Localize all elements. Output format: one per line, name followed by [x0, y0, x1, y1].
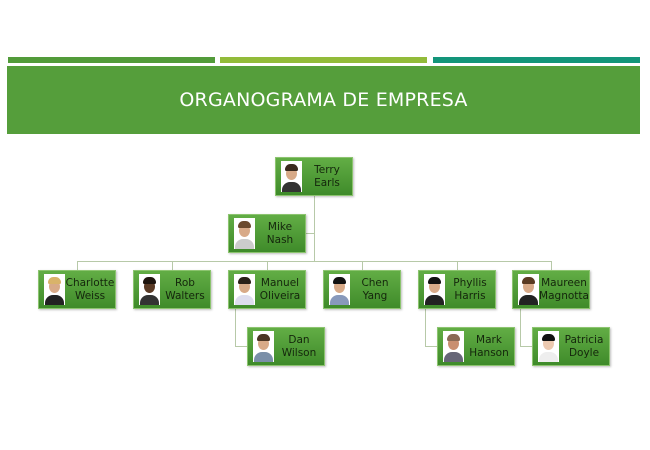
connector [172, 261, 173, 270]
last-name: Earls [314, 176, 340, 189]
avatar [424, 274, 445, 305]
first-name: Rob [175, 276, 195, 289]
connector [520, 346, 532, 347]
last-name: Hanson [469, 346, 509, 359]
connector [551, 261, 552, 270]
avatar [234, 218, 255, 249]
connector [457, 261, 458, 270]
first-name: Phyllis [453, 276, 487, 289]
first-name: Dan [288, 333, 310, 346]
avatar [234, 274, 255, 305]
connector [305, 233, 314, 234]
avatar [139, 274, 160, 305]
avatar [538, 331, 559, 362]
first-name: Manuel [260, 276, 300, 289]
connector [77, 261, 78, 270]
title-banner: ORGANOGRAMA DE EMPRESA [7, 66, 640, 134]
last-name: Weiss [74, 289, 106, 302]
first-name: Terry [314, 163, 340, 176]
last-name: Oliveira [259, 289, 301, 302]
last-name: Magnotta [539, 289, 589, 302]
connector [314, 196, 315, 262]
last-name: Wilson [281, 346, 317, 359]
avatar [253, 331, 274, 362]
connector [425, 346, 437, 347]
connector [362, 261, 363, 270]
accent-bar-teal [433, 57, 640, 63]
last-name: Yang [362, 289, 388, 302]
connector [77, 261, 552, 262]
last-name: Walters [165, 289, 205, 302]
last-name: Harris [454, 289, 486, 302]
first-name: Mark [476, 333, 502, 346]
connector [235, 309, 236, 346]
accent-bar-green [8, 57, 215, 63]
accent-bar-lime [220, 57, 427, 63]
connector [267, 261, 268, 270]
avatar [443, 331, 464, 362]
connector [520, 309, 521, 346]
first-name: Maureen [541, 276, 587, 289]
last-name: Doyle [568, 346, 600, 359]
avatar [518, 274, 539, 305]
avatar [44, 274, 65, 305]
avatar [281, 161, 302, 192]
page-title: ORGANOGRAMA DE EMPRESA [179, 89, 468, 111]
connector [425, 309, 426, 346]
last-name: Nash [266, 233, 294, 246]
avatar [329, 274, 350, 305]
connector [235, 346, 247, 347]
first-name: Chen [361, 276, 389, 289]
first-name: Charlotte [65, 276, 115, 289]
first-name: Mike [267, 220, 293, 233]
first-name: Patricia [564, 333, 604, 346]
